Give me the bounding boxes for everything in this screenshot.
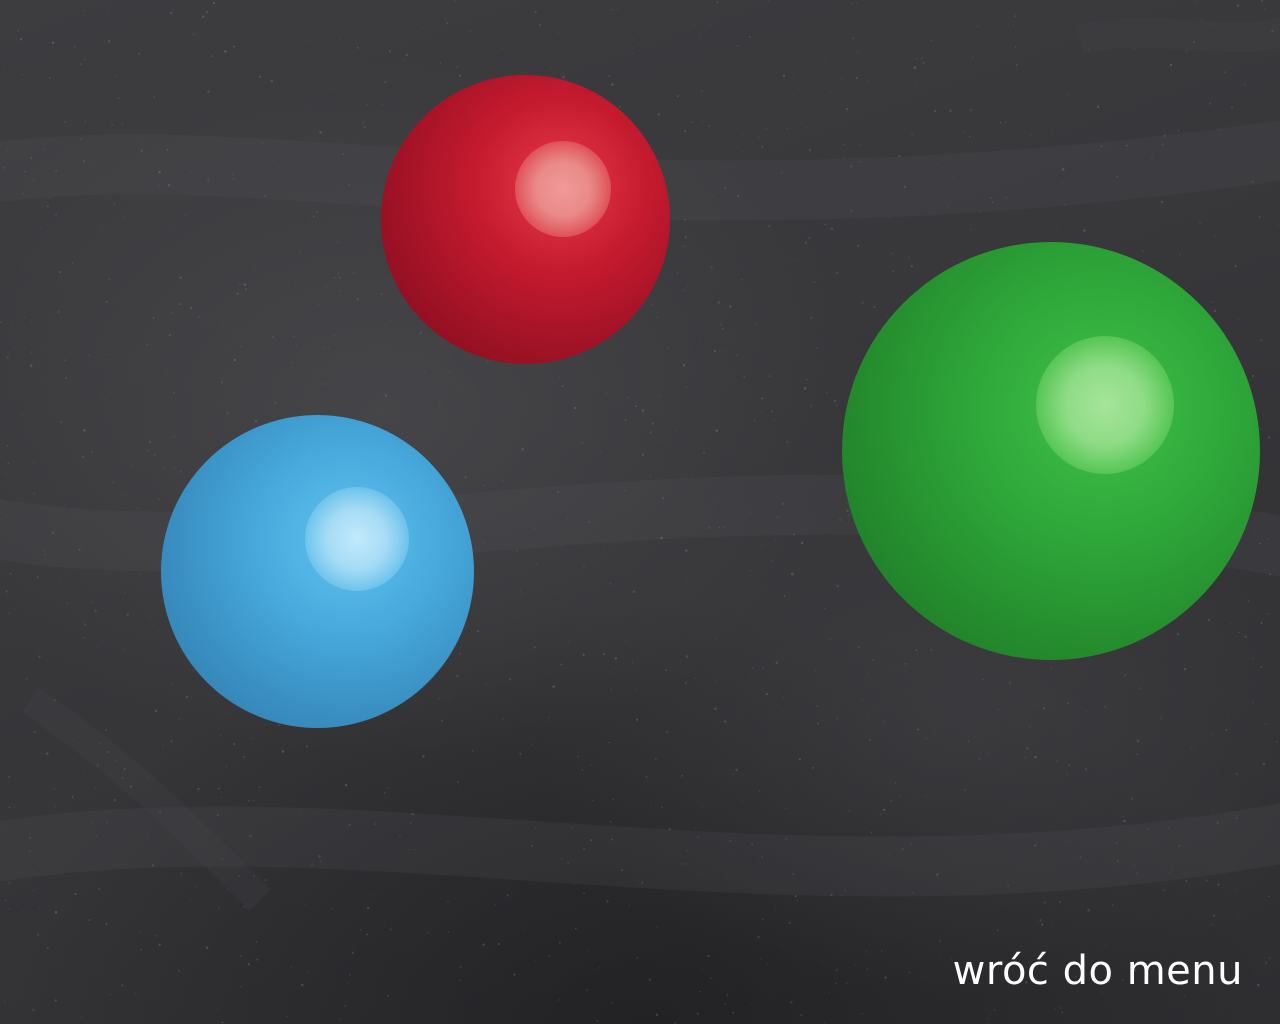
blue-ball-highlight xyxy=(305,487,409,591)
blue-ball[interactable] xyxy=(161,415,474,728)
back-to-menu-link[interactable]: wróć do menu xyxy=(952,948,1243,994)
green-ball[interactable] xyxy=(842,242,1260,660)
red-ball-highlight xyxy=(515,141,611,237)
green-ball-highlight xyxy=(1036,336,1174,474)
red-ball[interactable] xyxy=(381,75,670,364)
